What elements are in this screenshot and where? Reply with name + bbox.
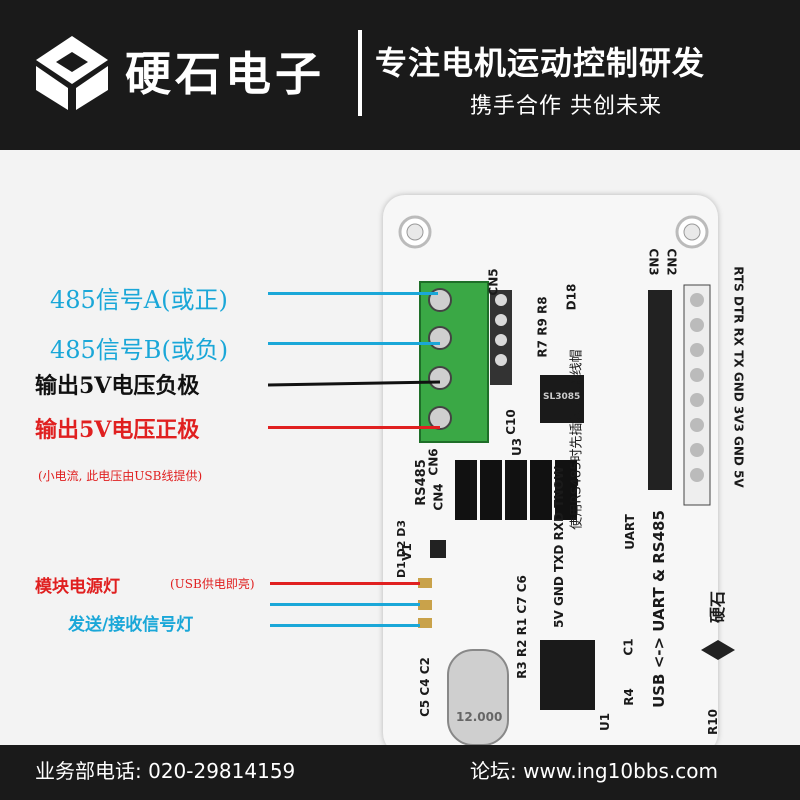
label-5v-positive: 输出5V电压正极 [35,417,200,443]
label-5v-note: (小电流, 此电压由USB线提供) [38,469,203,483]
footer-bar [0,745,800,800]
cn3-label: CN3 [646,248,661,276]
header-pin-labels: RTS DTR RX TX GND 3V3 GND 5V [731,266,746,488]
label-485-b: 485信号B(或负) [50,336,229,364]
cn2-label: CN2 [664,248,679,276]
label-485-a: 485信号A(或正) [50,286,228,314]
cn5-label: CN5 [486,268,501,296]
footer-phone: 业务部电话: 020-29814159 [35,759,296,783]
u1-label: U1 [598,712,613,732]
line-pos [268,426,440,429]
uart-label: UART [622,514,637,550]
cn4-label: CN4 [431,483,446,511]
board-title: USB <-> UART & RS485 [649,510,668,708]
c1-label: C1 [621,638,636,656]
chip-label: SL3085 [543,392,581,402]
line-a [268,292,438,295]
logo-icon [36,36,108,110]
r-labels: R7 R9 R8 [535,296,550,358]
crystal-label: 12.000 [456,710,503,724]
u3-label: U3 [510,437,525,457]
jumper-labels: 5V GND TXD RXD TNOW [551,466,566,628]
label-power-led: 模块电源灯 [35,577,120,597]
c-labels: C5 C4 C2 [417,657,432,717]
r1r2-labels: R3 R2 R1 C7 C6 [514,575,529,679]
line-power [270,582,420,585]
header-banner [0,0,800,150]
jumper-note: 使用RS485时先插入5个跳线帽 [569,349,585,530]
slogan-main: 专注电机运动控制研发 [375,44,706,82]
label-txrx-led: 发送/接收信号灯 [68,615,194,635]
label-5v-negative: 输出5V电压负极 [35,373,200,399]
footer-forum: 论坛: www.ing10bbs.com [470,759,718,783]
c10-label: C10 [503,409,518,435]
board-logo-text: 硬石 [708,590,728,624]
r10-label: R10 [705,709,720,735]
line-tx [270,603,420,606]
slogan-sub: 携手合作 共创未来 [470,94,662,119]
brand-name: 硬石电子 [125,47,325,101]
header-divider [358,30,362,116]
r4-label: R4 [621,688,636,706]
d18-label: D18 [564,283,579,311]
d-labels: D1 D2 D3 [395,519,408,578]
line-b [268,342,440,345]
label-power-led-note: (USB供电即亮) [170,577,255,591]
line-rx [270,624,420,627]
rs485-label: RS485 [413,459,429,506]
